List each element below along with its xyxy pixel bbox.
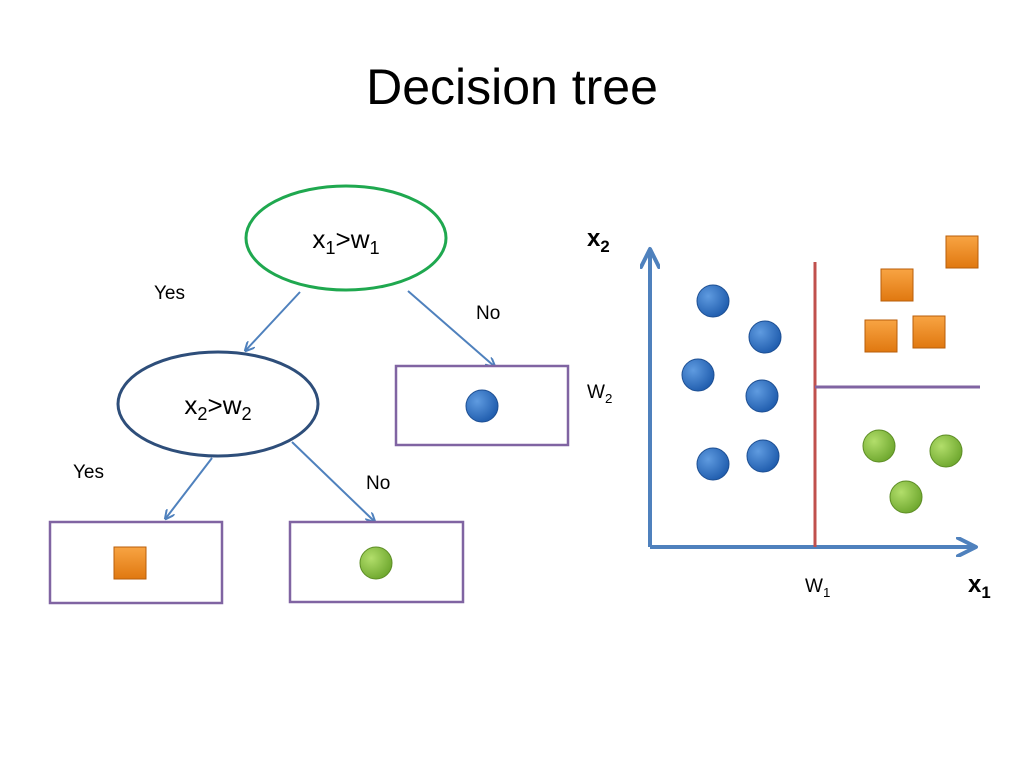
square-icon <box>864 319 898 353</box>
edge-label-root-no: No <box>476 303 500 324</box>
square-icon <box>880 268 914 302</box>
circle-icon <box>359 546 393 580</box>
inner-condition: x2>w2 <box>184 390 251 424</box>
circle-icon <box>465 389 499 423</box>
edge-root-no <box>407 290 494 366</box>
green-points <box>862 429 963 514</box>
y-axis-label: x2 <box>587 225 610 256</box>
circle-icon <box>745 379 779 413</box>
edge-inner-yes <box>166 457 213 518</box>
edge-label-inner-yes: Yes <box>73 462 104 483</box>
circle-icon <box>889 480 923 514</box>
circle-icon <box>929 434 963 468</box>
root-condition: x1>w1 <box>312 224 379 258</box>
feature-space-plot: x2 x1 W2 W1 <box>587 225 991 602</box>
circle-icon <box>696 447 730 481</box>
edge-label-inner-no: No <box>366 473 390 494</box>
leaf-inner-no <box>288 520 465 604</box>
slide-title: Decision tree <box>366 59 658 115</box>
edge-root-yes <box>246 291 301 350</box>
tree-edges <box>166 290 494 521</box>
w1-label: W1 <box>805 576 830 600</box>
circle-icon <box>696 284 730 318</box>
orange-points <box>864 235 979 353</box>
circle-icon <box>746 439 780 473</box>
circle-icon <box>862 429 896 463</box>
square-icon <box>912 315 946 349</box>
edge-inner-no <box>291 441 374 521</box>
leaf-inner-yes <box>48 520 224 605</box>
circle-icon <box>681 358 715 392</box>
square-icon <box>945 235 979 269</box>
w2-label: W2 <box>587 382 612 406</box>
edge-label-root-yes: Yes <box>154 283 185 304</box>
x-axis-label: x1 <box>968 571 991 602</box>
leaf-root-no <box>394 364 570 447</box>
square-icon <box>113 546 147 580</box>
blue-points <box>681 284 782 481</box>
root-node: x1>w1 <box>244 184 448 292</box>
circle-icon <box>748 320 782 354</box>
inner-node: x2>w2 <box>116 350 320 458</box>
